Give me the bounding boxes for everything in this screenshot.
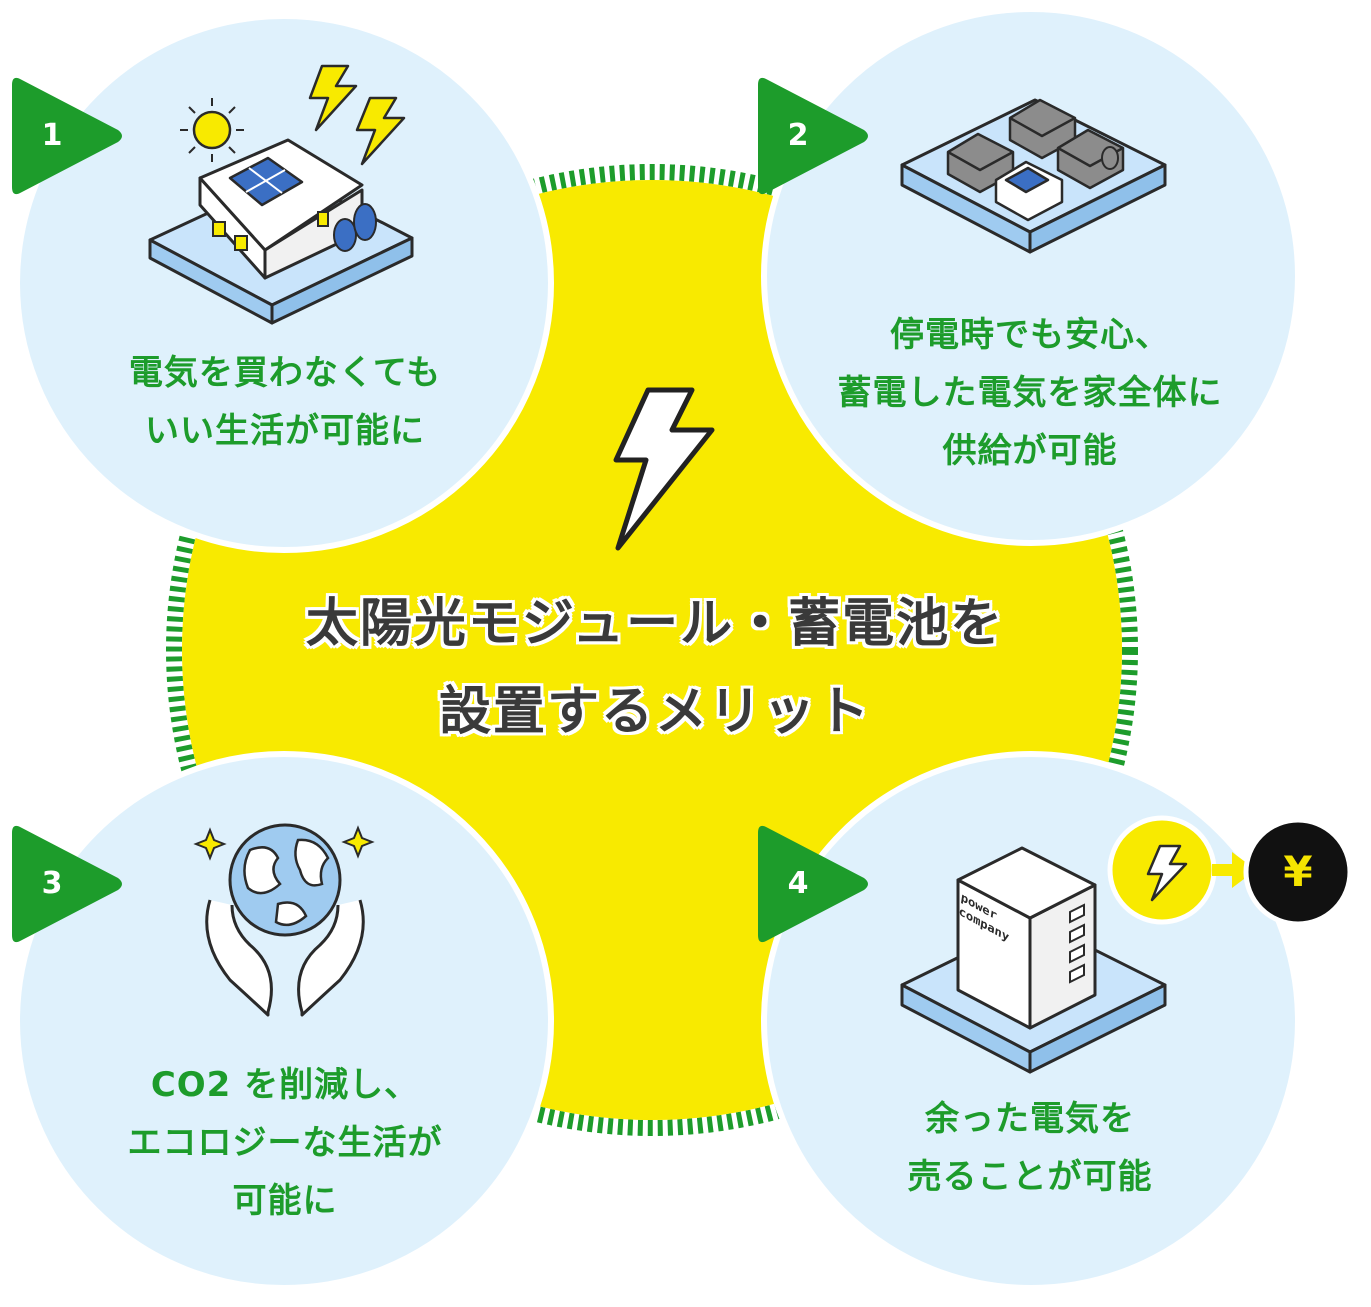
benefit-circle-3 — [14, 751, 554, 1291]
benefit-1-line-1: 電気を買わなくても — [128, 353, 442, 393]
benefit-2-line-3: 供給が可能 — [942, 431, 1118, 471]
benefit-2-line-1: 停電時でも安心、 — [890, 315, 1170, 355]
yen-icon: ¥ — [1283, 847, 1313, 896]
benefit-4-line-2: 売ることが可能 — [907, 1157, 1153, 1197]
step-number-3: 3 — [41, 866, 63, 901]
benefit-text-4: 余った電気を 売ることが可能 — [820, 1090, 1240, 1206]
number-badge-1 — [12, 77, 122, 195]
benefit-circle-2 — [761, 6, 1301, 546]
center-lightning-icon — [613, 387, 715, 551]
step-number-1: 1 — [41, 118, 63, 153]
benefit-3-line-3: 可能に — [232, 1181, 338, 1221]
earth-hands-icon — [193, 823, 375, 1017]
benefit-text-3: CO2 を削減し、 エコロジーな生活が 可能に — [70, 1056, 500, 1230]
benefit-2-line-2: 蓄電した電気を家全体に — [837, 373, 1223, 413]
benefit-3-line-1: CO2 を削減し、 — [150, 1065, 420, 1105]
number-badge-3 — [12, 825, 122, 943]
page-title: 太陽光モジュール・蓄電池を 設置するメリット — [235, 580, 1075, 756]
neighborhood-icon — [900, 98, 1167, 254]
benefit-4-line-1: 余った電気を — [925, 1099, 1135, 1139]
number-badge-2 — [758, 77, 868, 195]
benefit-text-1: 電気を買わなくても いい生活が可能に — [70, 344, 500, 460]
benefit-3-line-2: エコロジーな生活が — [127, 1123, 443, 1163]
step-number-4: 4 — [787, 866, 809, 901]
step-number-2: 2 — [787, 118, 809, 153]
number-badge-4 — [758, 825, 868, 943]
benefit-1-line-2: いい生活が可能に — [145, 411, 425, 451]
title-line-1: 太陽光モジュール・蓄電池を — [305, 594, 1005, 654]
benefit-text-2: 停電時でも安心、 蓄電した電気を家全体に 供給が可能 — [790, 306, 1270, 480]
solar-house-icon — [148, 64, 414, 325]
title-line-2: 設置するメリット — [438, 682, 871, 742]
power-company-icon — [900, 815, 1353, 1074]
center-green-ring — [166, 164, 1138, 1136]
